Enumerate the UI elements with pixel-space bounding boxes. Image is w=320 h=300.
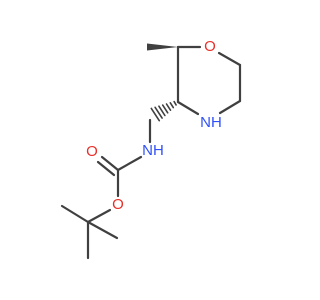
bond-n4-c3 xyxy=(176,100,200,116)
bond-ester-o-tbu xyxy=(86,208,112,224)
bond-tbu-methyl-3 xyxy=(86,220,119,240)
atom-ring-oxygen: O xyxy=(204,38,216,55)
bond-carbonyl-double-2 xyxy=(96,160,116,177)
bond-oxygen-c6 xyxy=(217,51,242,67)
atom-carbamate-nitrogen: NH xyxy=(142,142,164,159)
hashed-wedge-ch2 xyxy=(150,100,177,122)
bond-tbu-methyl-1 xyxy=(60,204,90,224)
bond-c5-n4 xyxy=(218,99,242,115)
wedge-bond-methyl xyxy=(147,43,178,51)
bond-carbonyl-double-1 xyxy=(100,155,120,172)
atom-ester-oxygen: O xyxy=(112,196,124,213)
bond-nh-carbonyl xyxy=(116,155,143,172)
molecule-drawing: O NH NH O O xyxy=(60,38,242,260)
atom-carbonyl-oxygen: O xyxy=(86,143,98,160)
structure-canvas: O NH NH O O xyxy=(60,37,242,260)
atom-ring-nitrogen: NH xyxy=(200,114,222,131)
